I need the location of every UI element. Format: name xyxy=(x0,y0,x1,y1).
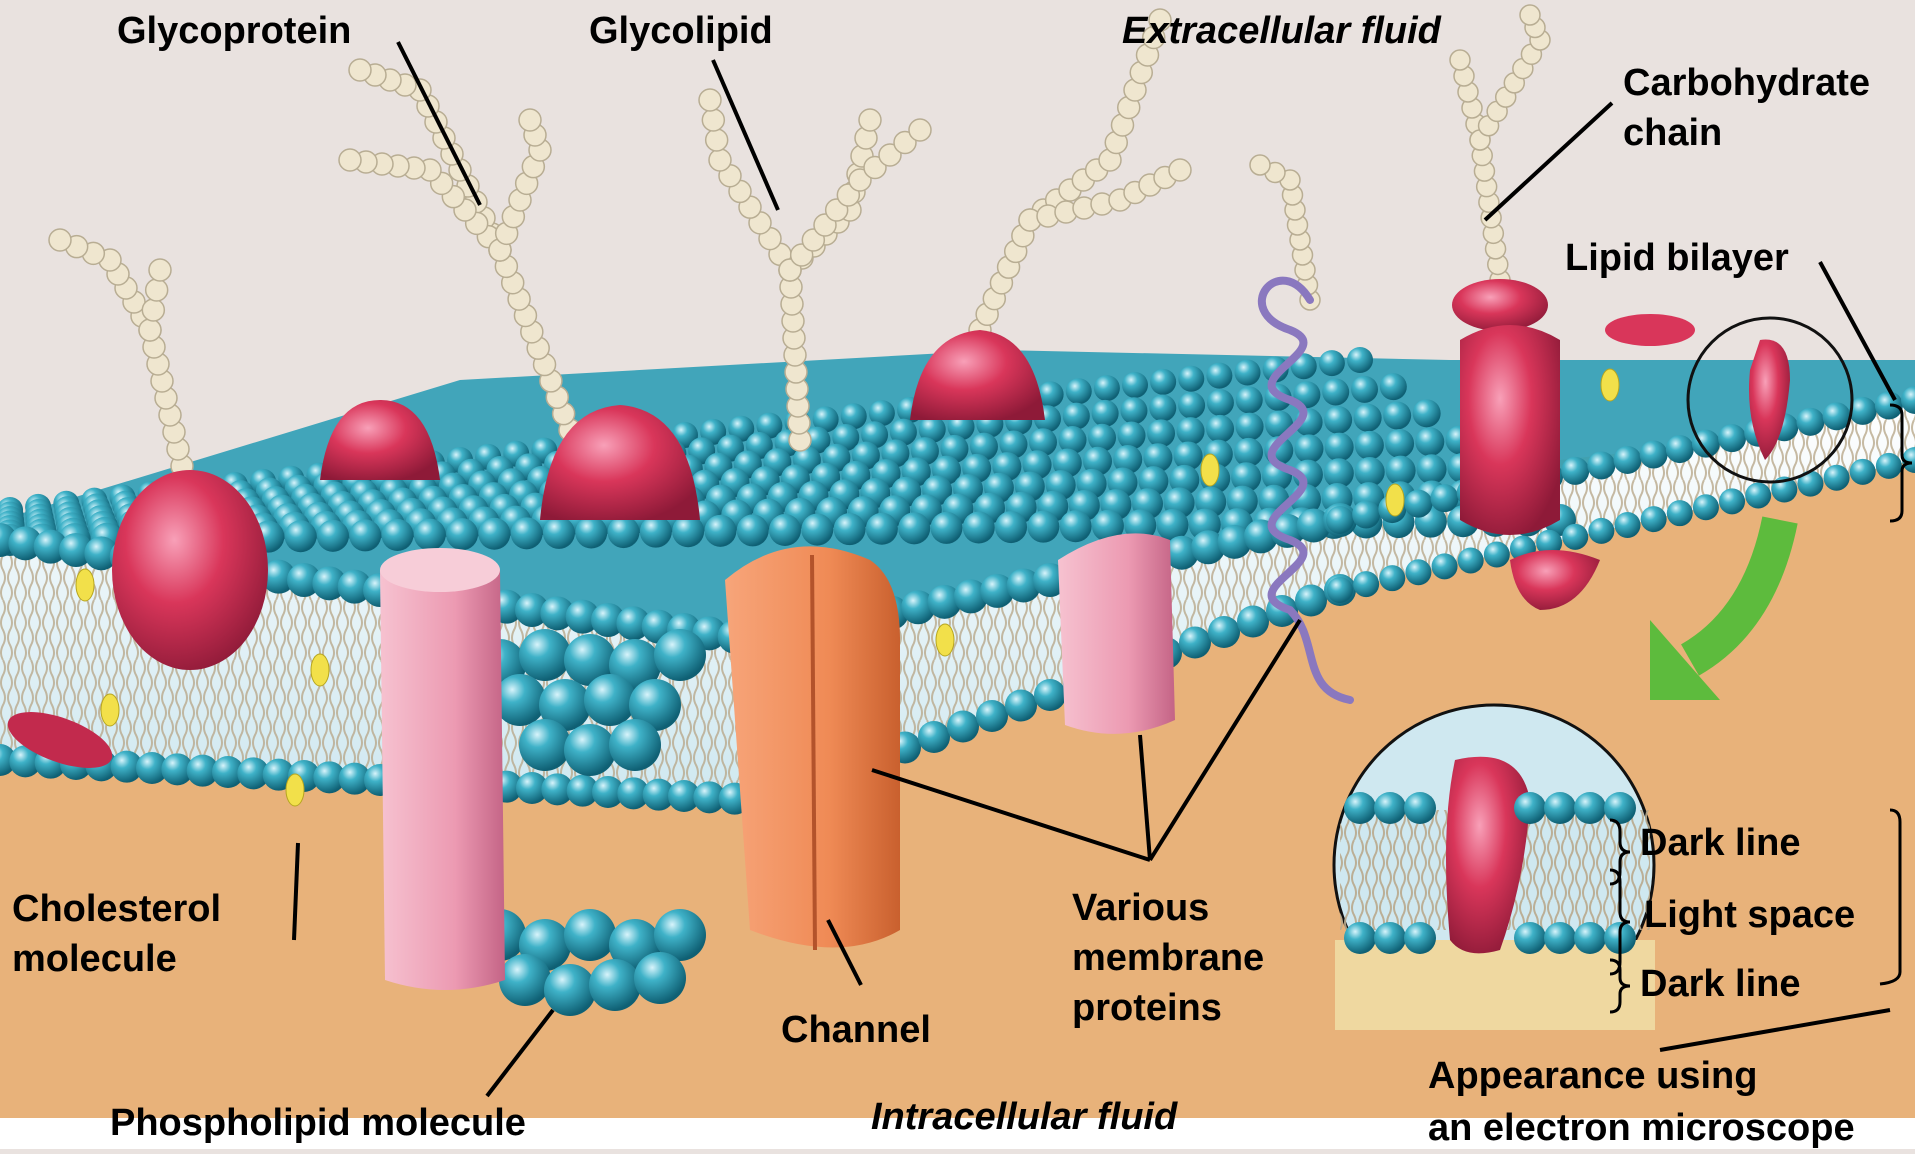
dark-line-top-label: Dark line xyxy=(1640,818,1801,868)
channel-label: Channel xyxy=(781,1005,931,1055)
intracellular-fluid-label: Intracellular fluid xyxy=(871,1092,1177,1142)
extracellular-fluid-label: Extracellular fluid xyxy=(1122,6,1441,56)
protein-right-top xyxy=(1605,314,1695,346)
phospholipid-label: Phospholipid molecule xyxy=(110,1098,526,1148)
dark-line-bottom-label: Dark line xyxy=(1640,959,1801,1009)
glycoprotein-label: Glycoprotein xyxy=(117,6,351,56)
protein-left xyxy=(112,470,268,670)
various-membrane-proteins-label: Various membrane proteins xyxy=(1072,883,1264,1033)
protein-right-cap xyxy=(1452,279,1548,331)
cholesterol-label: Cholesterol molecule xyxy=(12,884,221,984)
light-space-label: Light space xyxy=(1644,890,1855,940)
electron-microscope-appearance-label: Appearance using an electron microscope xyxy=(1428,1050,1855,1154)
lipid-bilayer-label: Lipid bilayer xyxy=(1565,233,1789,283)
protein-pink-right xyxy=(1058,533,1175,734)
electron-microscope-inset xyxy=(1334,705,1655,1030)
carbohydrate-chain-label: Carbohydrate chain xyxy=(1623,58,1870,158)
glycolipid-label: Glycolipid xyxy=(589,6,773,56)
protein-glyco-dome-top xyxy=(910,330,1045,420)
protein-pink-transmembrane xyxy=(380,558,505,991)
protein-right-transmembrane xyxy=(1460,325,1560,535)
